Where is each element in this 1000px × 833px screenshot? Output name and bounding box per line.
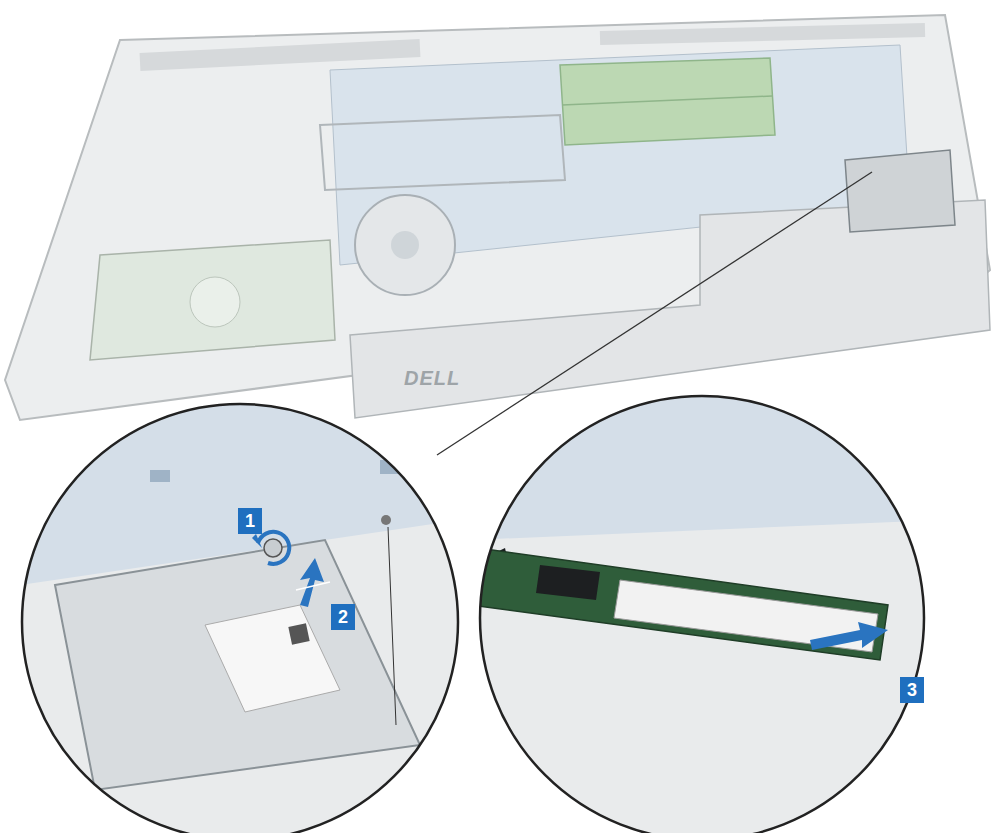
zoom-circle (22, 404, 458, 833)
ssd-shield (55, 540, 420, 790)
rotate-arrowhead (252, 534, 262, 548)
callout-number: 3 (900, 677, 924, 703)
heatsink (320, 115, 565, 190)
ssd-chip (536, 565, 600, 600)
board-part (150, 470, 170, 482)
ssd-module (470, 548, 888, 660)
battery (350, 200, 990, 418)
fan (355, 195, 455, 295)
zoom-ground (0, 390, 470, 833)
rotate-arrow (258, 532, 289, 564)
fan-hub (391, 231, 419, 259)
chassis (5, 15, 990, 420)
screw-leader (388, 527, 396, 725)
memory-module (560, 58, 775, 145)
lift-arrow-edge (296, 582, 330, 590)
zoom-right (460, 390, 940, 833)
hard-drive (90, 240, 335, 360)
screw (264, 539, 282, 557)
callout-number: 1 (238, 508, 262, 534)
qr-code (288, 623, 309, 644)
laptop-base (5, 15, 990, 420)
zoom-ground (470, 390, 940, 833)
zoom-circle (480, 396, 924, 833)
hinge (600, 30, 925, 38)
hinge (140, 48, 420, 62)
memory-divider (562, 96, 772, 105)
zoom-left (0, 390, 470, 833)
hard-drive-platter (190, 277, 240, 327)
slide-arrow (810, 622, 888, 650)
shield-label (205, 605, 340, 712)
callout-number: 2 (331, 604, 355, 630)
lift-arrow (300, 558, 324, 607)
brand-logo: DELL (404, 367, 460, 390)
loose-screw (381, 515, 391, 525)
ssd-shield (845, 150, 955, 232)
